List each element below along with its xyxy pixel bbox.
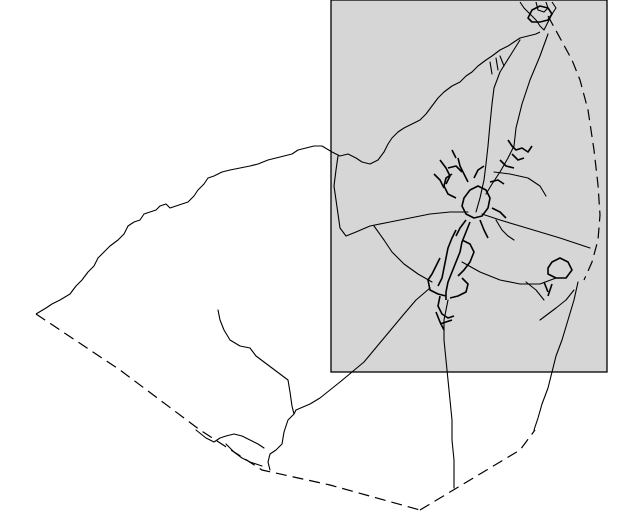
east-spur-road: [493, 171, 547, 197]
eastern-settlement-cluster: [543, 257, 573, 297]
east-coast-south-road: [533, 281, 579, 431]
northeast-harbor-road: [485, 33, 549, 195]
west-inland-road: [217, 309, 295, 415]
urban-core-network: [427, 157, 507, 331]
northwest-settlement-cluster: [433, 149, 457, 189]
southeast-inset-road: [525, 281, 545, 301]
north-coast-minor-roads: [489, 55, 505, 75]
southwest-coastal-inlet: [195, 429, 265, 467]
dashed-boundary-southwest: [35, 313, 421, 511]
dashed-boundary-east: [547, 15, 601, 281]
southeast-spur-road: [539, 289, 575, 321]
inset-highlight-box: [330, 0, 608, 373]
eastern-road: [481, 213, 591, 249]
dashed-boundary-southeast: [419, 429, 536, 511]
southwest-trunk-road: [295, 287, 431, 411]
northeast-settlement-cluster: [499, 139, 533, 169]
southwest-arc-road: [373, 225, 433, 283]
center-east-spur: [495, 219, 515, 241]
harbor-loop: [527, 5, 553, 23]
trunk-to-coast-link: [293, 409, 297, 415]
western-arc-road: [333, 155, 469, 237]
north-south-coastal-road: [475, 39, 521, 213]
southeast-inner-road: [461, 261, 557, 285]
southwest-coastal-road: [267, 413, 295, 471]
northern-border-line: [35, 31, 541, 315]
